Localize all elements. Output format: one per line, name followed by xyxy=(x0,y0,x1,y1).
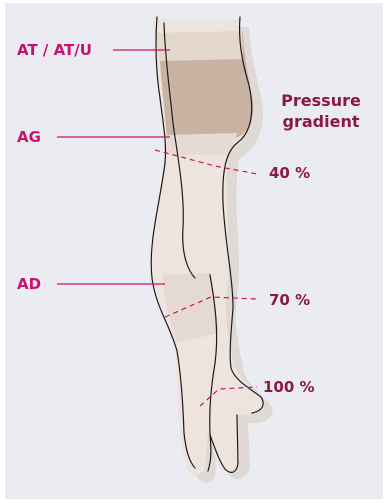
pressure-value-40: 40 % xyxy=(269,166,310,181)
pressure-value-100: 100 % xyxy=(263,380,315,395)
pressure-title-line1: Pressure xyxy=(263,91,379,112)
pressure-value-70: 70 % xyxy=(269,293,310,308)
diagram-panel: AT / AT/U AG AD Pressure gradient 40 % 7… xyxy=(5,3,383,499)
pressure-title-line2: gradient xyxy=(263,112,379,133)
stocking-waistband xyxy=(155,31,243,61)
label-at: AT / AT/U xyxy=(17,43,92,58)
leg-stocking-illustration xyxy=(5,3,383,499)
pressure-gradient-title: Pressure gradient xyxy=(263,91,379,133)
label-ag: AG xyxy=(17,130,41,145)
label-ad: AD xyxy=(17,277,41,292)
